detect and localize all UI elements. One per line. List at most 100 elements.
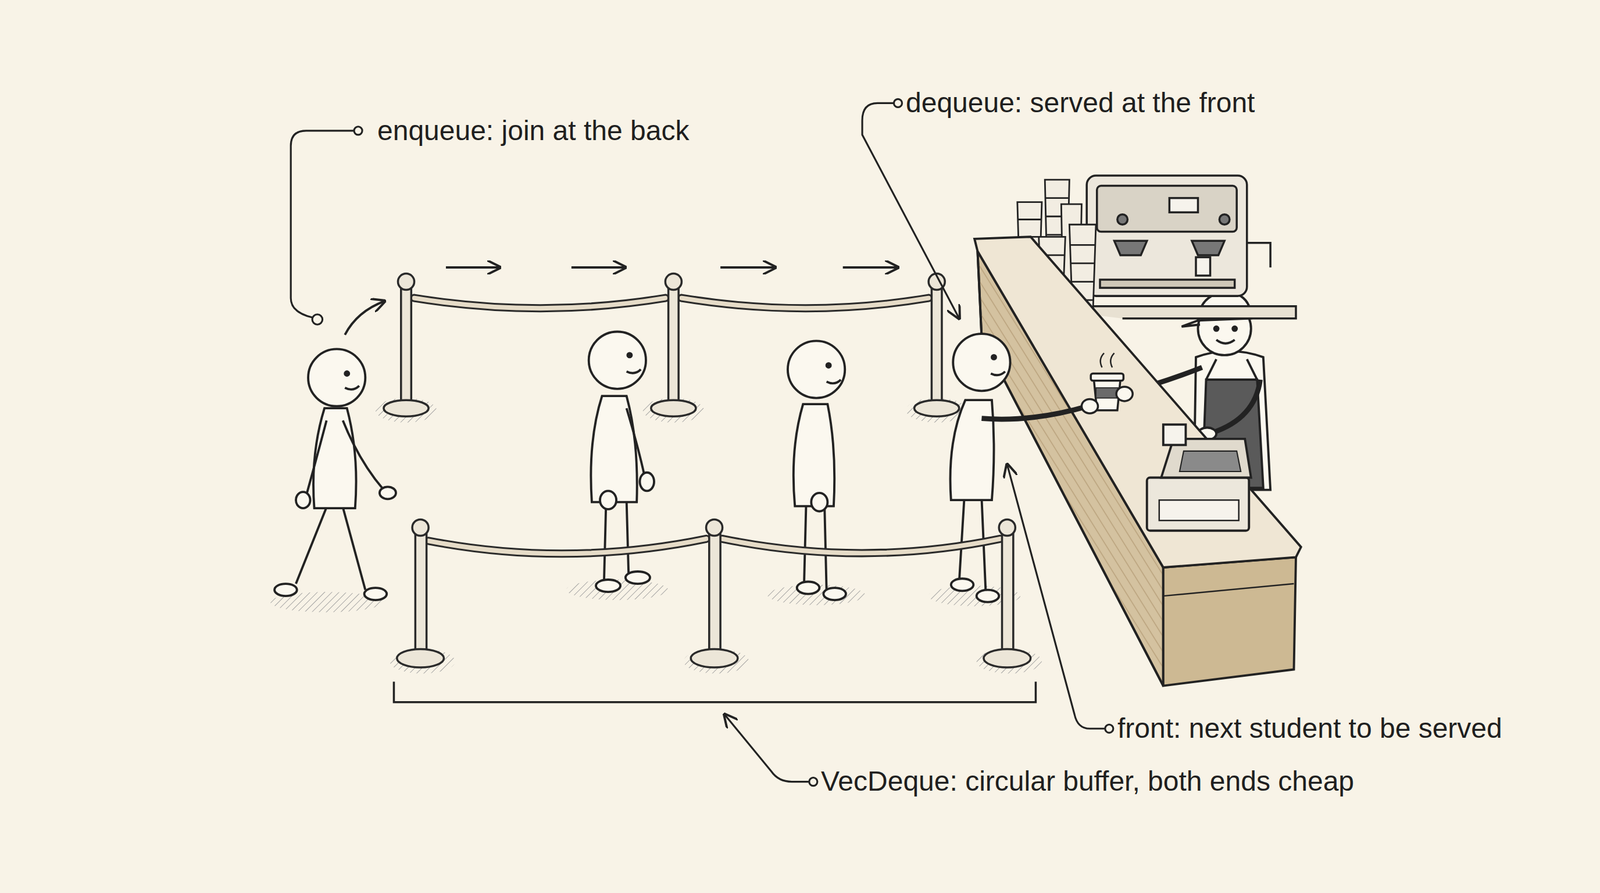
- torso: [950, 400, 994, 500]
- leader-line: [862, 102, 960, 319]
- group-head: [1191, 240, 1225, 256]
- post: [931, 287, 942, 403]
- leader-dot: [893, 98, 902, 107]
- post-base: [690, 648, 738, 668]
- post-base: [651, 400, 696, 417]
- callout-label: dequeue: served at the front: [905, 87, 1255, 119]
- smile: [626, 369, 642, 373]
- eye: [826, 363, 831, 368]
- post-knob: [397, 273, 414, 291]
- cup-lid: [1090, 373, 1124, 381]
- student-joining: [270, 348, 396, 613]
- post: [401, 287, 412, 403]
- post-base: [983, 648, 1031, 668]
- rope: [414, 298, 666, 309]
- foot: [625, 571, 650, 584]
- shadow: [976, 648, 1042, 674]
- machine-knob: [1219, 214, 1230, 225]
- rope: [414, 298, 666, 309]
- post-knob: [412, 519, 429, 536]
- leader-dot: [354, 126, 363, 135]
- post: [1002, 532, 1014, 653]
- shadow: [683, 648, 749, 674]
- shadow: [566, 579, 669, 600]
- legs: [295, 506, 366, 590]
- bracket: [393, 681, 1036, 703]
- leader-line: [1006, 464, 1105, 730]
- foot: [976, 590, 1000, 603]
- foot: [951, 578, 974, 591]
- smile: [990, 371, 1006, 375]
- eye: [1232, 326, 1237, 331]
- rope: [722, 538, 1000, 554]
- post-knob: [998, 519, 1016, 536]
- hand: [295, 491, 311, 509]
- smile: [826, 379, 842, 384]
- eye: [627, 352, 632, 357]
- torso: [590, 395, 637, 503]
- cash-register: [1147, 477, 1250, 531]
- leader-dot: [1105, 724, 1114, 733]
- head: [787, 340, 845, 398]
- steam-wand: [1247, 243, 1271, 268]
- post-knob: [665, 273, 682, 291]
- front-stanchions: [389, 519, 1042, 674]
- leader-dot: [809, 777, 818, 787]
- flow-arrows: [344, 267, 898, 335]
- coffee-cup: [1081, 352, 1133, 414]
- post: [415, 532, 427, 653]
- steam: [1100, 352, 1115, 368]
- student-waiting: [767, 340, 866, 606]
- leader-line: [290, 130, 355, 318]
- callout-label: VecDeque: circular buffer, both ends che…: [820, 766, 1355, 798]
- post-knob: [706, 519, 723, 536]
- register-display: [1163, 424, 1187, 445]
- counter: [974, 236, 1302, 686]
- post: [668, 287, 680, 403]
- machine-knob: [1117, 214, 1128, 225]
- shadow: [643, 398, 705, 423]
- counter-end: [1163, 556, 1296, 686]
- post-base: [914, 400, 960, 417]
- head: [588, 331, 646, 389]
- students: [270, 331, 1088, 613]
- machine-panel: [1097, 186, 1237, 232]
- drip-tray: [1100, 279, 1235, 288]
- arm: [343, 420, 384, 490]
- head: [308, 348, 366, 406]
- eye: [344, 371, 349, 376]
- post-base: [383, 400, 429, 417]
- counter-top: [974, 236, 1302, 568]
- torso: [793, 404, 835, 507]
- hand: [811, 493, 828, 512]
- smile: [1216, 340, 1235, 344]
- hand: [379, 486, 396, 499]
- rope: [681, 298, 929, 309]
- small-cup: [1195, 256, 1211, 276]
- leader-lines: [290, 98, 1114, 786]
- leader-line: [724, 714, 810, 782]
- hand: [639, 472, 655, 492]
- arm: [981, 406, 1088, 420]
- foot: [797, 581, 820, 595]
- leader-dot: [312, 314, 323, 325]
- register-drawer: [1159, 500, 1239, 521]
- rope: [428, 538, 706, 554]
- head: [952, 333, 1010, 391]
- flow-arrow: [843, 266, 899, 269]
- espresso-machine: [1086, 175, 1248, 296]
- rope: [428, 538, 706, 554]
- torso: [313, 408, 357, 509]
- flow-arrow: [720, 266, 776, 269]
- smile: [344, 386, 360, 390]
- eye: [991, 355, 996, 360]
- back-stanchions: [375, 273, 968, 423]
- foot: [274, 583, 298, 596]
- cap-brim: [1181, 320, 1200, 327]
- arm: [626, 408, 646, 478]
- register-keypad: [1179, 451, 1241, 472]
- rope: [681, 298, 929, 309]
- apron-strap: [1206, 359, 1258, 380]
